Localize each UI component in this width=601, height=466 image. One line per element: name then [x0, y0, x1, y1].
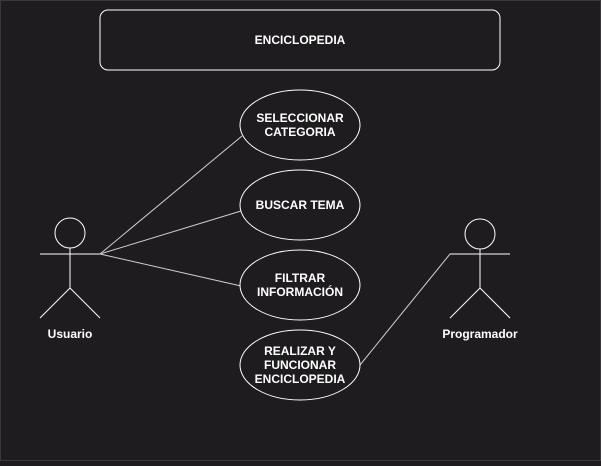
actor-head [54, 217, 86, 249]
system-box-frame [99, 9, 501, 71]
use-case-label: BUSCAR TEMA [256, 198, 345, 212]
use-case-label: ENCICLOPEDIA [255, 372, 346, 386]
use-case-label: FILTRAR [275, 271, 326, 285]
actor-usuario[interactable]: Usuario [39, 217, 101, 341]
association-programador-realizar-y-funcionar-enciclopedia[interactable] [359, 253, 451, 366]
system-title: ENCICLOPEDIA [255, 33, 346, 47]
use-case-ellipse [239, 249, 361, 321]
use-case-label: CATEGORIA [264, 125, 335, 139]
use-case-label: FUNCIONAR [264, 358, 336, 372]
actor-left-leg [449, 287, 481, 319]
actor-label-programador: Programador [442, 327, 518, 341]
use-case-buscar-tema[interactable]: BUSCAR TEMA [239, 169, 361, 241]
actor-head [464, 218, 496, 250]
use-case-ellipse [239, 89, 361, 161]
use-case-label: SELECCIONAR [256, 111, 344, 125]
system-box[interactable]: ENCICLOPEDIA [99, 9, 501, 71]
association-usuario-seleccionar-categoria[interactable] [99, 135, 243, 255]
use-case-label: INFORMACIÓN [257, 284, 343, 299]
actor-right-leg [479, 287, 511, 319]
association-usuario-filtrar-informacion[interactable] [99, 253, 242, 287]
association-usuario-buscar-tema[interactable] [99, 210, 242, 255]
actor-label-usuario: Usuario [48, 327, 93, 341]
use-case-label: REALIZAR Y [264, 344, 336, 358]
actor-right-leg [69, 287, 101, 319]
use-case-ellipse [239, 169, 361, 241]
actor-programador[interactable]: Programador [442, 218, 518, 341]
use-case-ellipse [239, 329, 361, 401]
actor-left-leg [39, 287, 71, 319]
associations [99, 135, 451, 366]
